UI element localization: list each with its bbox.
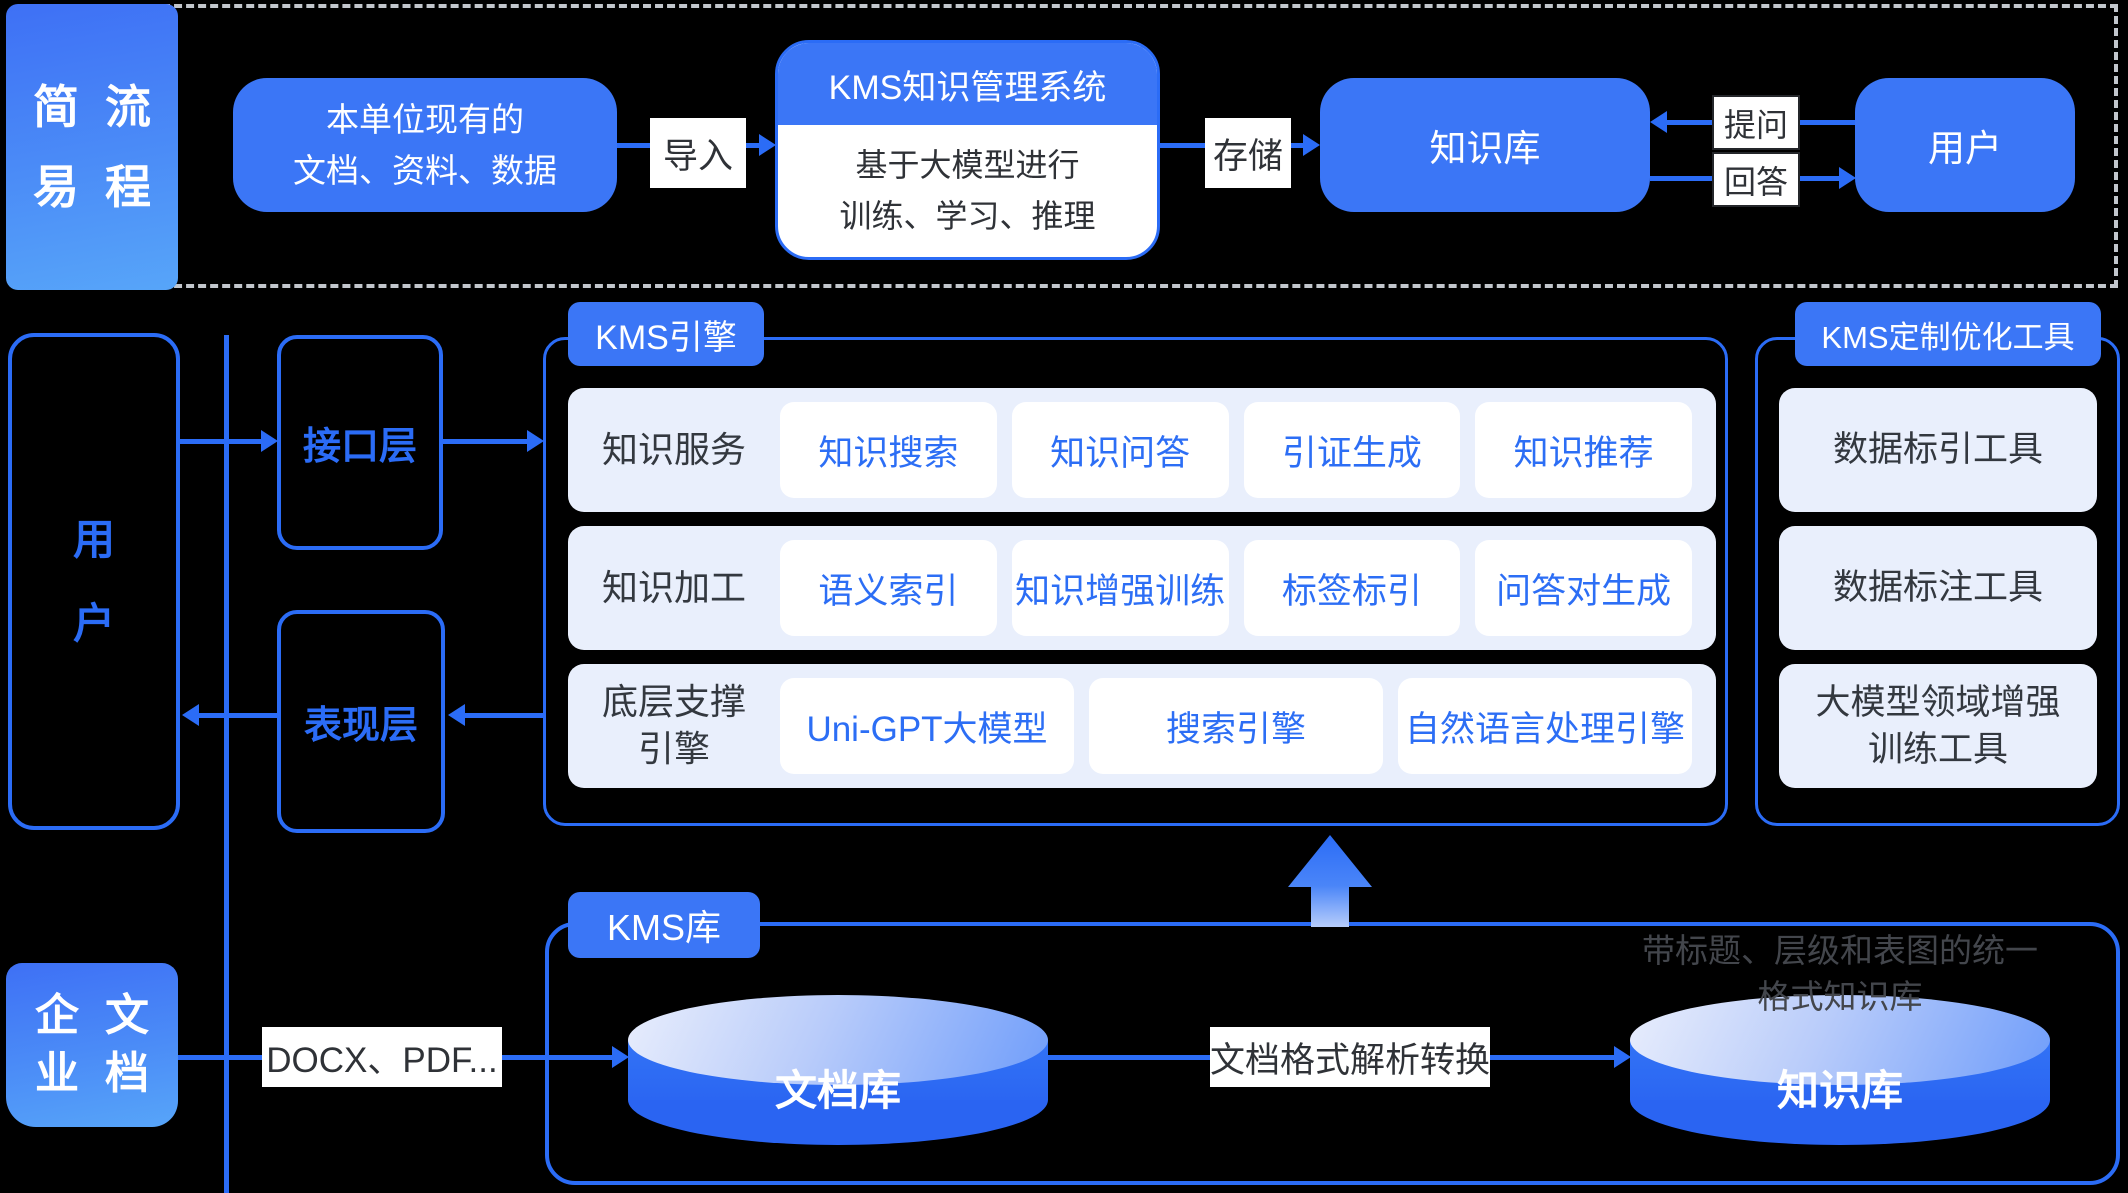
interface-to-engine-line: [443, 439, 527, 444]
convert-label: 文档格式解析转换: [1210, 1027, 1490, 1087]
engine-chip: 搜索引擎: [1089, 678, 1383, 774]
engine-row-chips: Uni-GPT大模型 搜索引擎 自然语言处理引擎: [780, 678, 1692, 774]
kms-engine-tab: KMS引擎: [568, 302, 764, 366]
arrow-left-icon: [182, 704, 199, 726]
tool-item-domain-training: 大模型领域增强 训练工具: [1779, 664, 2097, 788]
engine-chip: 语义索引: [780, 540, 997, 636]
engine-chip: 引证生成: [1243, 402, 1461, 498]
arrow-right-icon: [612, 1046, 629, 1068]
import-label: 导入: [650, 118, 746, 188]
engine-chip: Uni-GPT大模型: [780, 678, 1074, 774]
kms-system-box: KMS知识管理系统 基于大模型进行 训练、学习、推理: [775, 40, 1160, 260]
engine-row-label: 知识服务: [601, 428, 746, 470]
engine-row-chips: 知识搜索 知识问答 引证生成 知识推荐: [780, 402, 1692, 498]
engine-row-chips: 语义索引 知识增强训练 标签标引 问答对生成: [780, 540, 1692, 636]
engine-chip: 知识推荐: [1475, 402, 1692, 498]
doc-store-label: 文档库: [774, 1067, 901, 1114]
engine-chip: 知识增强训练: [1011, 540, 1229, 636]
engine-row-knowledge-service: 知识服务 知识搜索 知识问答 引证生成 知识推荐: [568, 388, 1716, 512]
doc-label-char: 档: [105, 1049, 149, 1098]
engine-row-base-engines: 底层支撑 引擎 Uni-GPT大模型 搜索引擎 自然语言处理引擎: [568, 664, 1716, 788]
side-label-char: 流: [105, 81, 151, 133]
kms-system-body: 基于大模型进行 训练、学习、推理: [839, 146, 1096, 234]
existing-docs-box: 本单位现有的 文档、资料、数据: [233, 78, 617, 212]
answer-label: 回答: [1712, 152, 1800, 207]
kms-tools-tab: KMS定制优化工具: [1795, 302, 2101, 366]
vertical-connector-line: [224, 335, 229, 1193]
knowledge-store-cylinder: 知识库: [1630, 995, 2050, 1145]
presentation-to-user-line: [199, 713, 277, 718]
engine-row-knowledge-processing: 知识加工 语义索引 知识增强训练 标签标引 问答对生成: [568, 526, 1716, 650]
up-arrow-icon: [1288, 835, 1372, 927]
arrow-right-icon: [527, 430, 544, 452]
doc-label-char: 业: [35, 1049, 79, 1098]
enterprise-docs-text: 企 文 业 档: [35, 994, 149, 1096]
kms-engine-container: [543, 337, 1728, 826]
enterprise-docs-box: 企 文 业 档: [6, 963, 178, 1127]
arrow-left-icon: [448, 704, 465, 726]
engine-chip: 自然语言处理引擎: [1398, 678, 1692, 774]
engine-chip: 标签标引: [1243, 540, 1461, 636]
kms-system-title: KMS知识管理系统: [778, 43, 1157, 125]
knowledge-store-label: 知识库: [1776, 1067, 1903, 1114]
engine-row-label: 底层支撑 引擎: [601, 681, 746, 769]
user-box-top: 用户: [1855, 78, 2075, 212]
engine-chip: 问答对生成: [1475, 540, 1692, 636]
arrow-left-icon: [1650, 111, 1667, 133]
arrow-right-icon: [261, 430, 278, 452]
side-label-char: 易: [33, 161, 79, 213]
simple-flow-side-label-text: 简 流 易 程: [33, 84, 151, 210]
engine-chip: 知识问答: [1011, 402, 1229, 498]
knowledge-store-note: 带标题、层级和表图的统一 格式知识库: [1642, 932, 2038, 1016]
knowledge-base-box: 知识库: [1320, 78, 1650, 212]
user-box-middle: 用 户: [8, 333, 180, 830]
tool-item-data-annotation: 数据标注工具: [1779, 526, 2097, 650]
kms-store-tab: KMS库: [568, 892, 760, 958]
side-label-char: 程: [105, 161, 151, 213]
user-to-interface-line: [180, 439, 261, 444]
formats-label: DOCX、PDF...: [262, 1027, 502, 1087]
simple-flow-side-label: 简 流 易 程: [6, 4, 178, 290]
doc-store-cylinder: 文档库: [628, 995, 1048, 1145]
arrow-right-icon: [759, 134, 776, 156]
doc-label-char: 企: [35, 991, 79, 1040]
engine-to-presentation-line: [465, 713, 543, 718]
cylinder-top: [1630, 995, 2050, 1085]
ask-label: 提问: [1712, 95, 1800, 150]
store-label: 存储: [1205, 118, 1291, 188]
arrow-right-icon: [1839, 167, 1856, 189]
side-label-char: 简: [33, 81, 79, 133]
cylinder-top: [628, 995, 1048, 1085]
arrow-right-icon: [1303, 134, 1320, 156]
tool-item-data-indexing: 数据标引工具: [1779, 388, 2097, 512]
doc-label-char: 文: [105, 991, 149, 1040]
presentation-layer-box: 表现层: [277, 610, 445, 833]
arrow-right-icon: [1614, 1046, 1631, 1068]
interface-layer-box: 接口层: [277, 335, 443, 550]
engine-chip: 知识搜索: [780, 402, 997, 498]
engine-row-label: 知识加工: [601, 566, 746, 608]
